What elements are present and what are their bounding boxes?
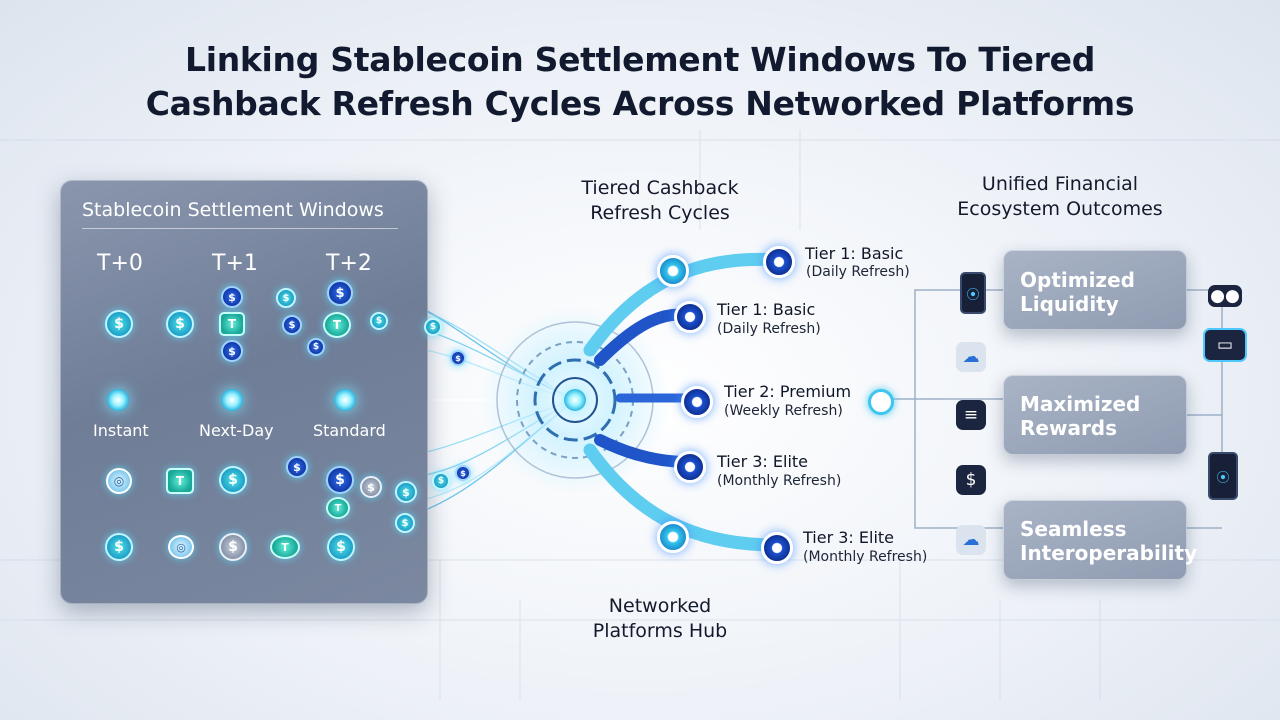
speed-label-standard: Standard — [313, 421, 386, 440]
tier-refresh: (Monthly Refresh) — [717, 473, 842, 489]
desktop-monitor-icon: ▭ — [1203, 328, 1247, 362]
cloud-icon: ☁ — [956, 525, 986, 555]
page-title-line-1: Linking Stablecoin Settlement Windows To… — [184, 40, 1096, 79]
tier-name: Tier 3: Elite — [717, 452, 809, 471]
hub-core-node — [564, 389, 586, 411]
hub-label-line-1: Networked — [608, 595, 712, 617]
next-day-node — [221, 389, 243, 411]
dollar-coin-icon: $ — [370, 312, 388, 330]
page-title-line-2: Cashback Refresh Cycles Across Networked… — [145, 84, 1135, 123]
outcome-interoperability: Seamless Interoperability — [1020, 517, 1197, 565]
dollar-coin-icon: $ — [286, 456, 308, 478]
cloud-icon: ☁ — [956, 342, 986, 372]
dollar-coin-icon: $ — [105, 310, 133, 338]
dollar-coin-icon: $ — [326, 466, 354, 494]
dollar-coin-icon: $ — [360, 476, 382, 498]
outcome-line: Rewards — [1020, 416, 1118, 440]
tier-node — [763, 246, 795, 278]
tier-node — [681, 386, 713, 418]
cashback-heading: Tiered Cashback Refresh Cycles — [560, 176, 760, 226]
hub-label: Networked Platforms Hub — [560, 594, 760, 644]
dollar-coin-icon: $ — [432, 472, 450, 490]
dollar-coin-icon: $ — [282, 315, 302, 335]
tether-token-icon: T — [166, 468, 194, 494]
tier-refresh: (Weekly Refresh) — [724, 403, 843, 419]
ring-token-icon: ◎ — [168, 535, 194, 559]
tether-token-icon: T — [323, 312, 351, 338]
tier-refresh: (Daily Refresh) — [806, 264, 910, 280]
smartphone-icon: ⦿ — [1208, 452, 1238, 500]
tier-refresh: (Monthly Refresh) — [803, 549, 928, 565]
dollar-coin-icon: $ — [455, 465, 471, 481]
dollar-coin-icon: $ — [424, 318, 442, 336]
dollar-coin-icon: $ — [276, 288, 296, 308]
tier-node — [674, 301, 706, 333]
dollar-coin-icon: $ — [219, 533, 247, 561]
dollar-coin-icon: $ — [221, 286, 243, 308]
mobile-wallet-icon: ⦿ — [960, 272, 986, 314]
outcome-line: Interoperability — [1020, 541, 1198, 565]
outcomes-heading-line-1: Unified Financial — [981, 173, 1139, 195]
tier-name: Tier 3: Elite — [803, 528, 895, 547]
dollar-coin-icon: $ — [166, 310, 194, 338]
outcome-line: Optimized — [1020, 268, 1135, 292]
window-label-t0: T+0 — [97, 251, 143, 276]
window-label-t1: T+1 — [212, 251, 258, 276]
dollar-coin-icon: $ — [395, 513, 415, 533]
outcomes-heading-line-2: Ecosystem Outcomes — [957, 198, 1163, 220]
tether-token-icon: T — [219, 312, 245, 336]
tether-token-icon: T — [270, 535, 300, 559]
outcome-rewards: Maximized Rewards — [1020, 392, 1140, 440]
cashback-heading-line-1: Tiered Cashback — [581, 177, 739, 199]
dollar-coin-icon: $ — [327, 280, 353, 306]
outcome-card-interoperability — [1003, 500, 1187, 580]
dollar-coin-icon: $ — [327, 533, 355, 561]
outcome-line: Seamless — [1020, 517, 1127, 541]
tier-name: Tier 1: Basic — [717, 300, 816, 319]
standard-node — [334, 389, 356, 411]
tier-refresh: (Daily Refresh) — [717, 321, 821, 337]
dollar-coin-icon: $ — [105, 533, 133, 561]
tier-name: Tier 2: Premium — [724, 382, 852, 401]
outcomes-heading: Unified Financial Ecosystem Outcomes — [945, 172, 1175, 222]
dollar-coin-icon: $ — [395, 481, 417, 503]
window-label-t2: T+2 — [326, 251, 372, 276]
dollar-coin-icon: $ — [221, 340, 243, 362]
outcome-card-liquidity — [1003, 250, 1187, 330]
dollar-coin-icon: $ — [450, 350, 466, 366]
dollar-coin-icon: $ — [219, 466, 247, 494]
distribution-node — [868, 389, 894, 415]
tier-node — [761, 532, 793, 564]
tier-node — [674, 451, 706, 483]
server-icon: ≡ — [956, 400, 986, 430]
currency-exchange-icon: $ — [956, 465, 986, 495]
outcome-card-rewards — [1003, 375, 1187, 455]
outcome-line: Liquidity — [1020, 292, 1119, 316]
panel-divider — [82, 228, 398, 229]
dollar-coin-icon: $ — [307, 338, 325, 356]
outcome-liquidity: Optimized Liquidity — [1020, 268, 1135, 316]
outcome-line: Maximized — [1020, 392, 1141, 416]
tier-node — [657, 521, 689, 553]
tether-token-icon: T — [326, 497, 350, 519]
vr-headset-icon: ●● — [1208, 285, 1242, 307]
ring-token-icon: ◎ — [106, 468, 132, 494]
settlement-panel-title: Stablecoin Settlement Windows — [82, 199, 384, 221]
hub-label-line-2: Platforms Hub — [592, 620, 728, 642]
speed-label-next-day: Next-Day — [199, 421, 274, 440]
instant-node — [107, 389, 129, 411]
tier-node — [657, 255, 689, 287]
speed-label-instant: Instant — [93, 421, 149, 440]
cashback-heading-line-2: Refresh Cycles — [590, 202, 730, 224]
tier-name: Tier 1: Basic — [805, 244, 904, 263]
